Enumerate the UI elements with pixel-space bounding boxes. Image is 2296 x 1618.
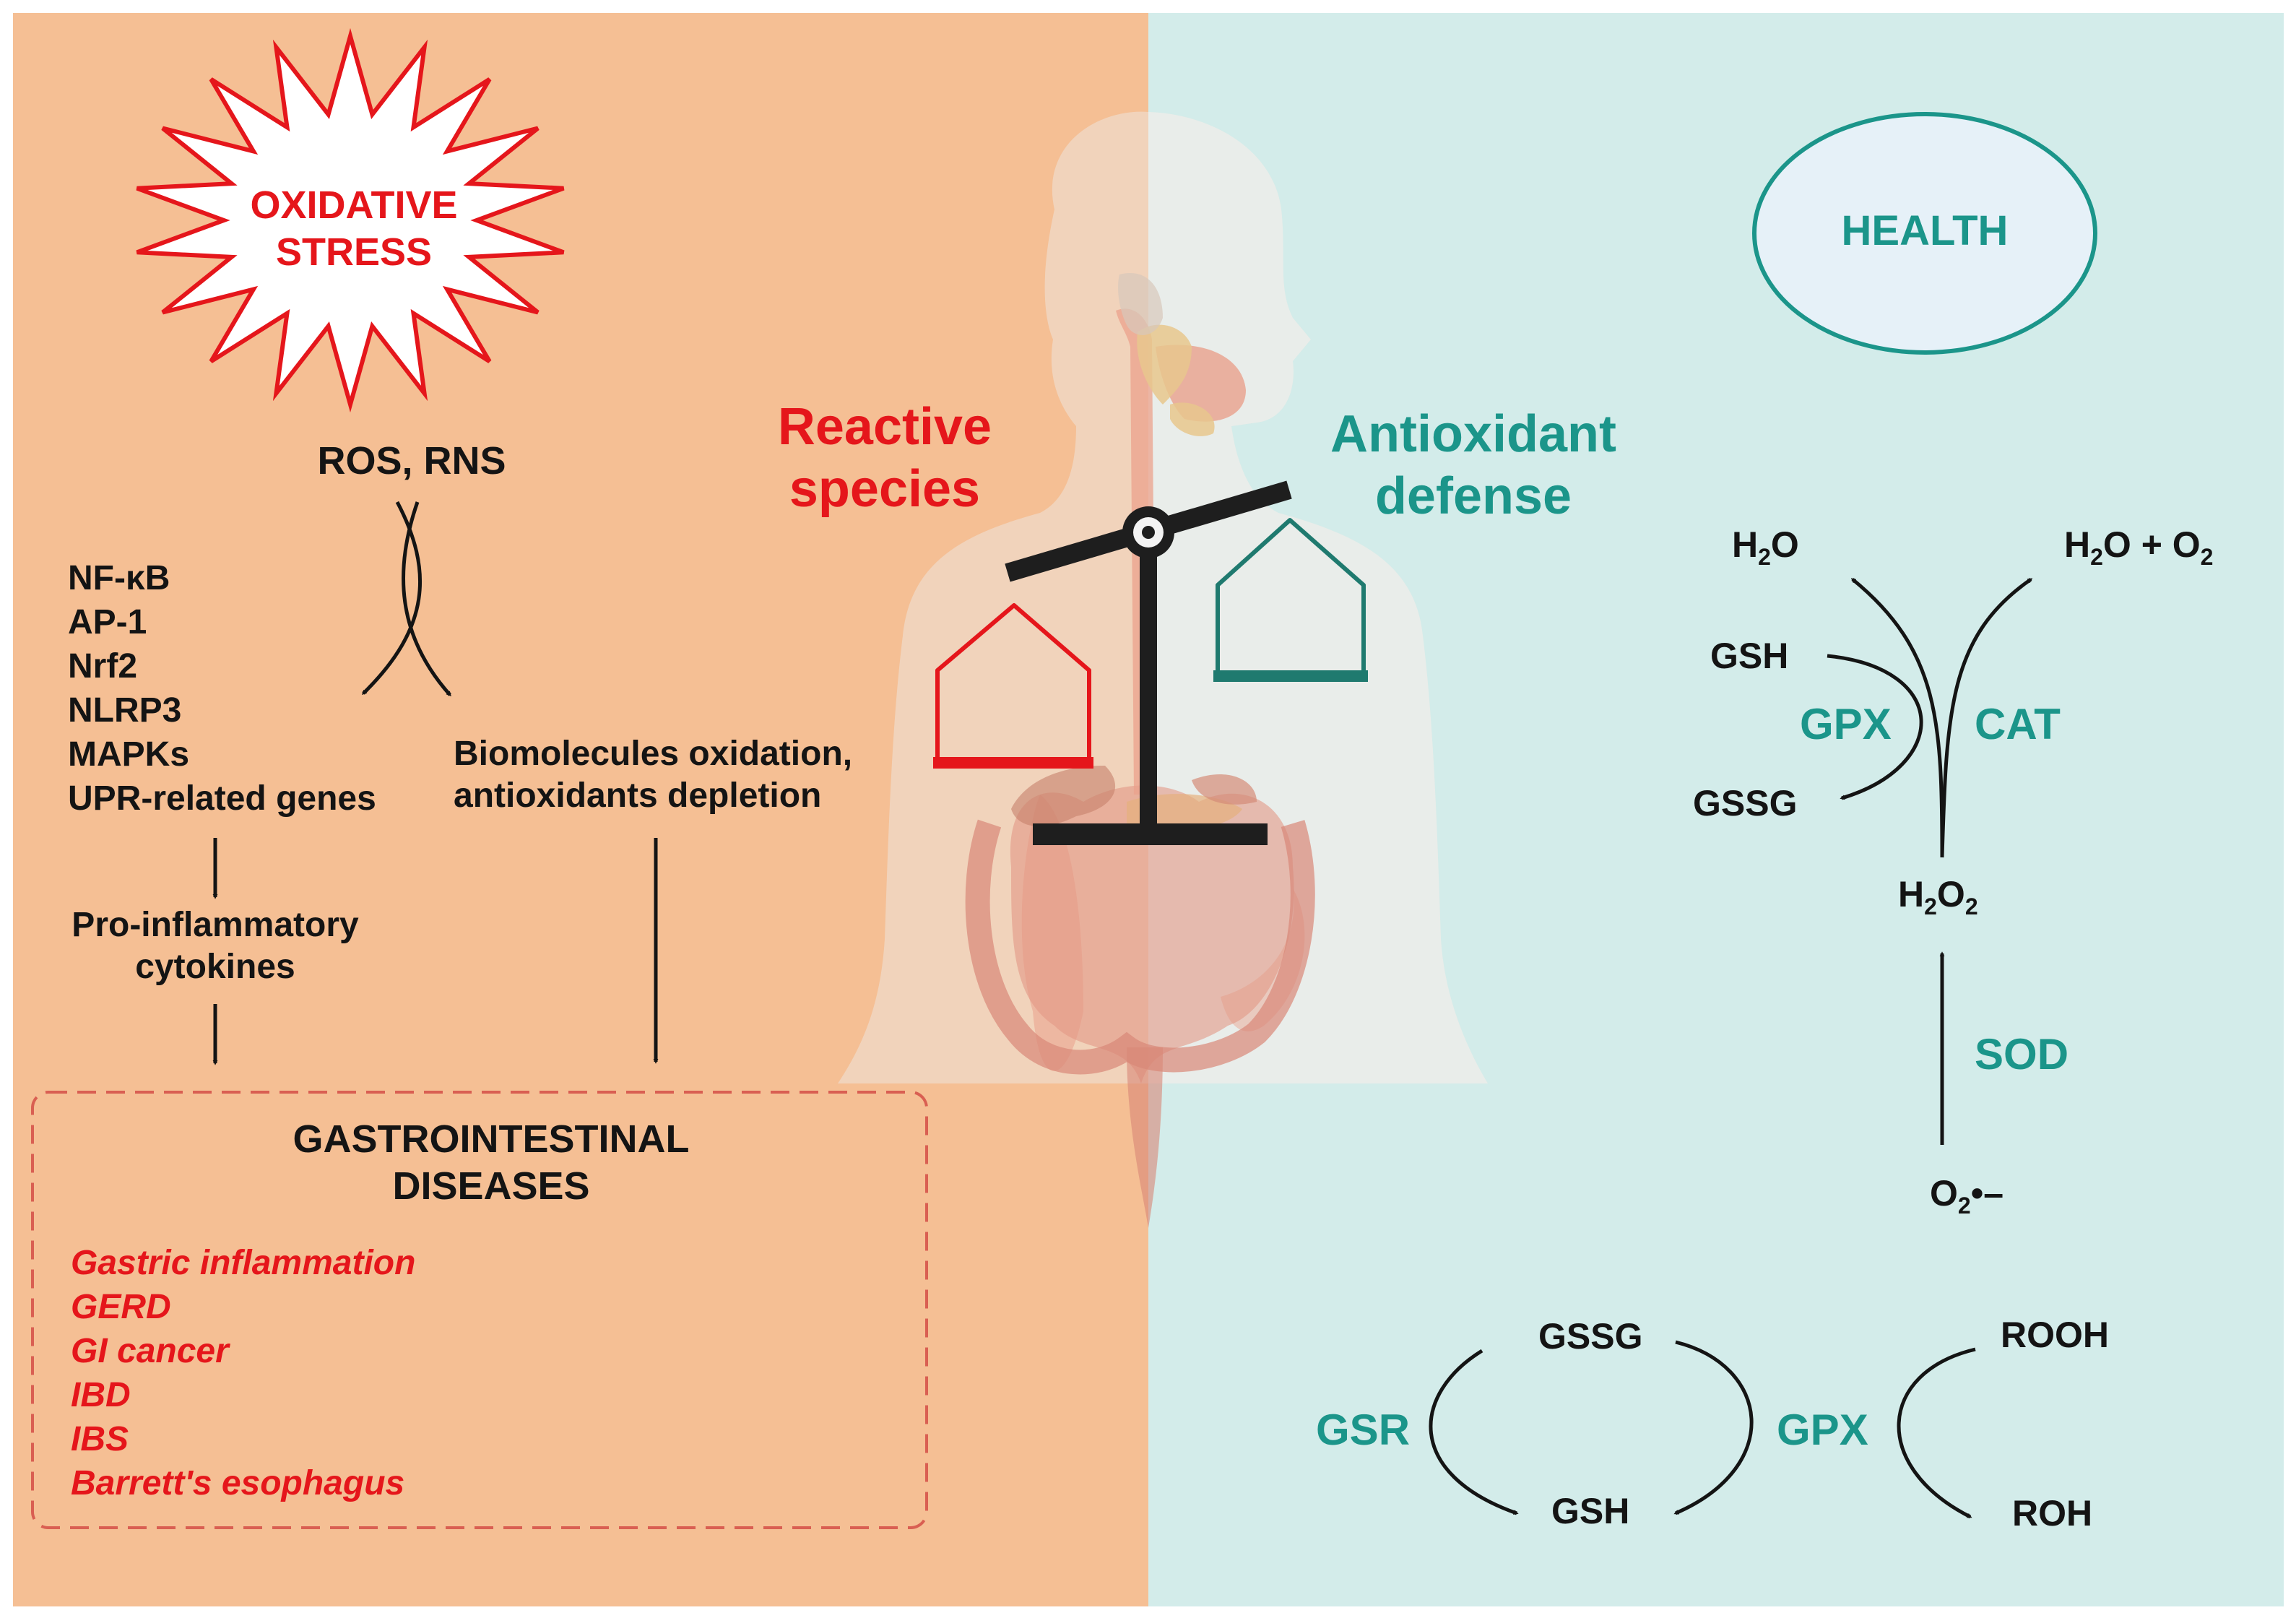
hydrogen-peroxide-label: H2O2 <box>1898 873 1978 920</box>
arrow-gssg-to-gsh-via-gpx <box>1673 1340 1754 1515</box>
cat-label: CAT <box>1975 700 2061 748</box>
disease-item: Gastric inflammation <box>71 1244 416 1282</box>
roh-label: ROH <box>2012 1493 2093 1533</box>
arrow-gsh-to-gssg <box>1827 654 1923 800</box>
sod-label: SOD <box>1975 1030 2069 1078</box>
biomolecules-oxidation-label: Biomolecules oxidation, antioxidants dep… <box>454 735 853 815</box>
gsr-label: GSR <box>1316 1406 1411 1454</box>
superoxide-label: O2•– <box>1930 1172 2003 1219</box>
arrow-gssg-to-gsh-via-gsr <box>1429 1349 1519 1515</box>
water-left-h: H <box>1732 524 1759 565</box>
disease-item: GERD <box>71 1288 171 1326</box>
right-pathway-arrows <box>1429 577 2033 1519</box>
arrow-rooh-to-roh <box>1897 1347 1976 1519</box>
water-left-label: H2O <box>1732 523 1799 571</box>
health-label: HEALTH <box>1841 207 2009 254</box>
arrow-h2o2-to-h2o-o2 <box>1940 577 2033 858</box>
water-oxygen-label: H2O + O2 <box>2064 523 2213 571</box>
arrow-h2o2-to-h2o <box>1850 578 1944 858</box>
gsh-top-label: GSH <box>1710 636 1789 676</box>
hydrogen-peroxide-h: H <box>1898 874 1925 914</box>
water-oxygen-h: H <box>2064 524 2091 565</box>
disease-item: GI cancer <box>71 1332 229 1370</box>
oxidative-stress-label: OXIDATIVE STRESS <box>250 183 458 274</box>
pro-inflammatory-cytokines-label: Pro-inflammatory cytokines <box>72 906 359 986</box>
superoxide-subscript: 2 <box>1957 1193 1971 1219</box>
balance-scale <box>1005 480 1292 845</box>
gene-item: AP-1 <box>68 603 147 641</box>
hydrogen-peroxide-subscript-1: 2 <box>1924 894 1937 920</box>
gastrointestinal-diseases-box <box>31 1091 928 1529</box>
gene-item: NF-κB <box>68 559 170 597</box>
disease-item: IBS <box>71 1420 129 1458</box>
antioxidant-defense-pan <box>1213 518 1368 682</box>
gene-item: UPR-related genes <box>68 779 376 818</box>
reactive-species-pan <box>933 603 1093 769</box>
gpx-bottom-label: GPX <box>1777 1406 1868 1454</box>
water-left-o: O <box>1770 524 1799 565</box>
gssg-bottom-label: GSSG <box>1538 1316 1643 1357</box>
rooh-label: ROOH <box>2001 1315 2109 1355</box>
arrow-ros-to-biomolecules <box>402 501 451 697</box>
hydrogen-peroxide-o: O <box>1936 874 1965 914</box>
gsh-bottom-label: GSH <box>1551 1491 1630 1531</box>
disease-item: IBD <box>71 1376 131 1414</box>
superoxide-radical: •– <box>1970 1173 2004 1214</box>
gastrointestinal-disease-list: Gastric inflammation GERD GI cancer IBD … <box>71 1241 415 1505</box>
gastrointestinal-diseases-title: GASTROINTESTINAL DISEASES <box>293 1117 690 1208</box>
ros-rns-label: ROS, RNS <box>317 439 506 483</box>
health-ellipse <box>1752 112 2097 355</box>
gene-item: MAPKs <box>68 735 190 774</box>
gpx-top-label: GPX <box>1800 700 1892 748</box>
disease-item: Barrett's esophagus <box>71 1464 405 1502</box>
gssg-top-label: GSSG <box>1693 783 1798 823</box>
water-oxygen-subscript-1: 2 <box>2090 544 2103 570</box>
gene-item: Nrf2 <box>68 647 138 685</box>
reactive-species-label: Reactive species <box>777 398 992 519</box>
hydrogen-peroxide-subscript-2: 2 <box>1964 894 1978 920</box>
transcription-factor-list: NF-κB AP-1 Nrf2 NLRP3 MAPKs UPR-related … <box>68 556 376 821</box>
oxidative-stress-burst-shape <box>136 27 565 413</box>
superoxide-o: O <box>1930 1173 1958 1214</box>
water-oxygen-subscript-2: 2 <box>2200 544 2214 570</box>
antioxidant-defense-label: Antioxidant defense <box>1330 405 1616 526</box>
water-left-subscript: 2 <box>1758 544 1771 570</box>
water-oxygen-middle: O + O <box>2102 524 2201 565</box>
gene-item: NLRP3 <box>68 691 182 730</box>
left-pathway-arrows <box>212 501 659 1065</box>
